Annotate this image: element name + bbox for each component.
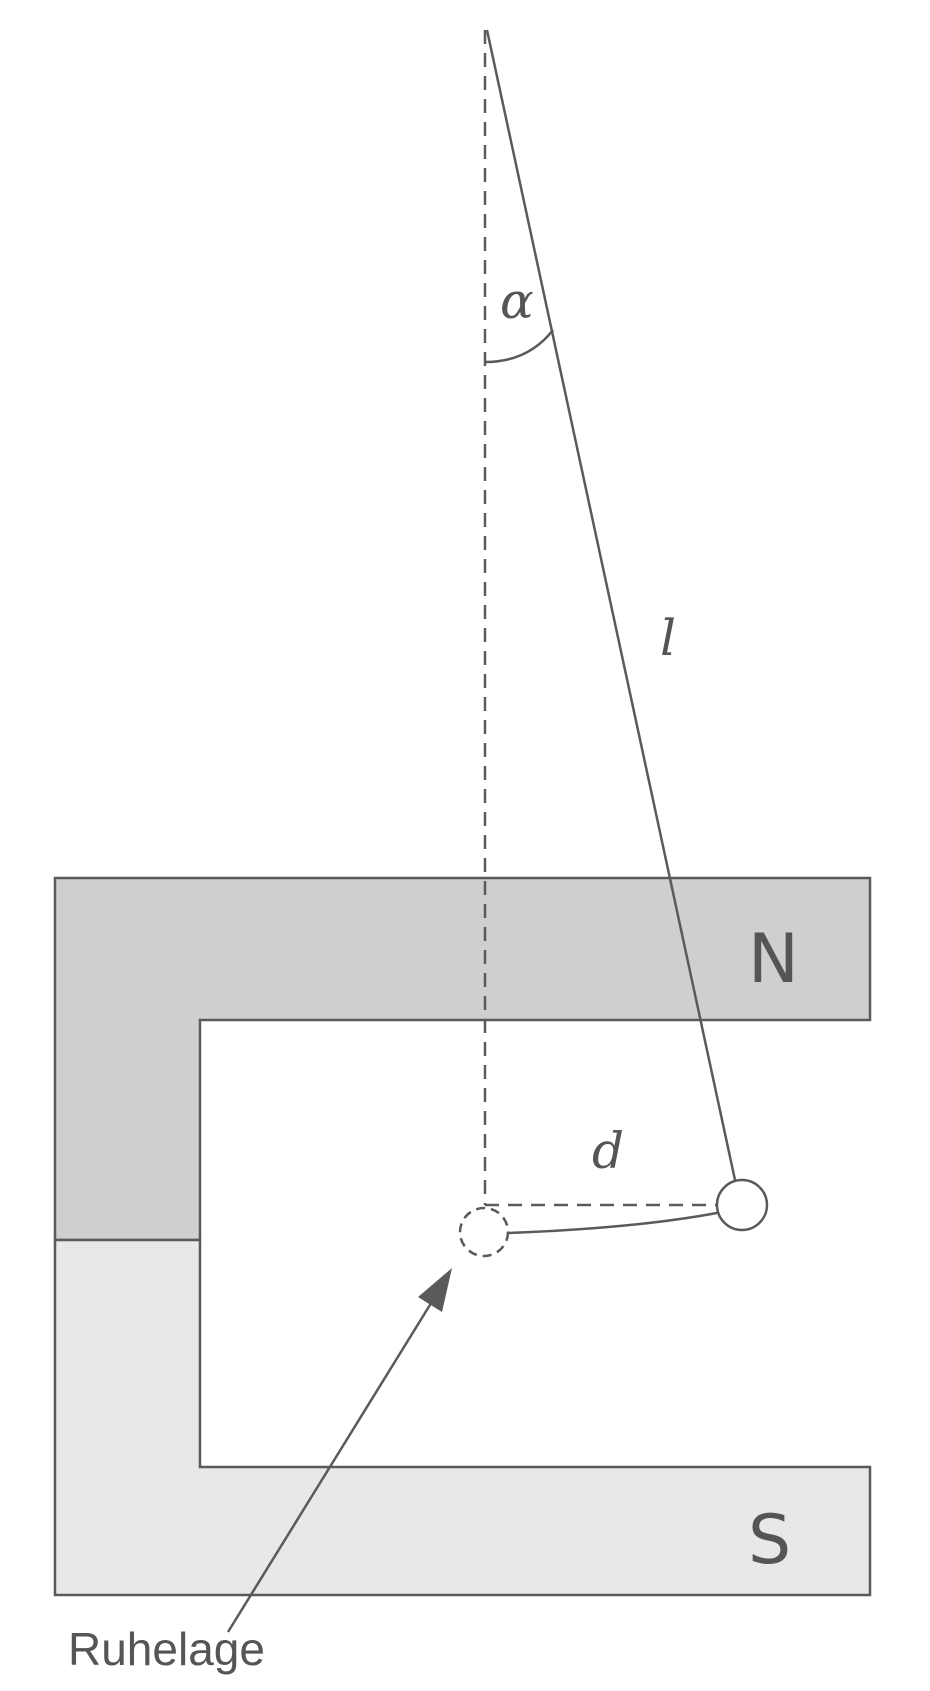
angle-label: α	[500, 272, 534, 330]
deflection-label: d	[592, 1122, 624, 1180]
rest-position-marker	[458, 1206, 510, 1258]
length-label: l	[660, 609, 676, 667]
magnet-south-part	[53, 1238, 872, 1597]
rest-position-arrow-head	[418, 1268, 452, 1312]
bob-path	[507, 1210, 723, 1235]
rest-position-label: Ruhelage	[68, 1623, 265, 1675]
pendulum-bob	[715, 1178, 769, 1232]
pendulum-string	[485, 29, 737, 1181]
south-pole-label: S	[748, 1501, 791, 1580]
north-pole-label: N	[748, 920, 799, 999]
rest-position-arrow-shaft	[226, 1299, 435, 1633]
angle-arc	[484, 329, 554, 364]
